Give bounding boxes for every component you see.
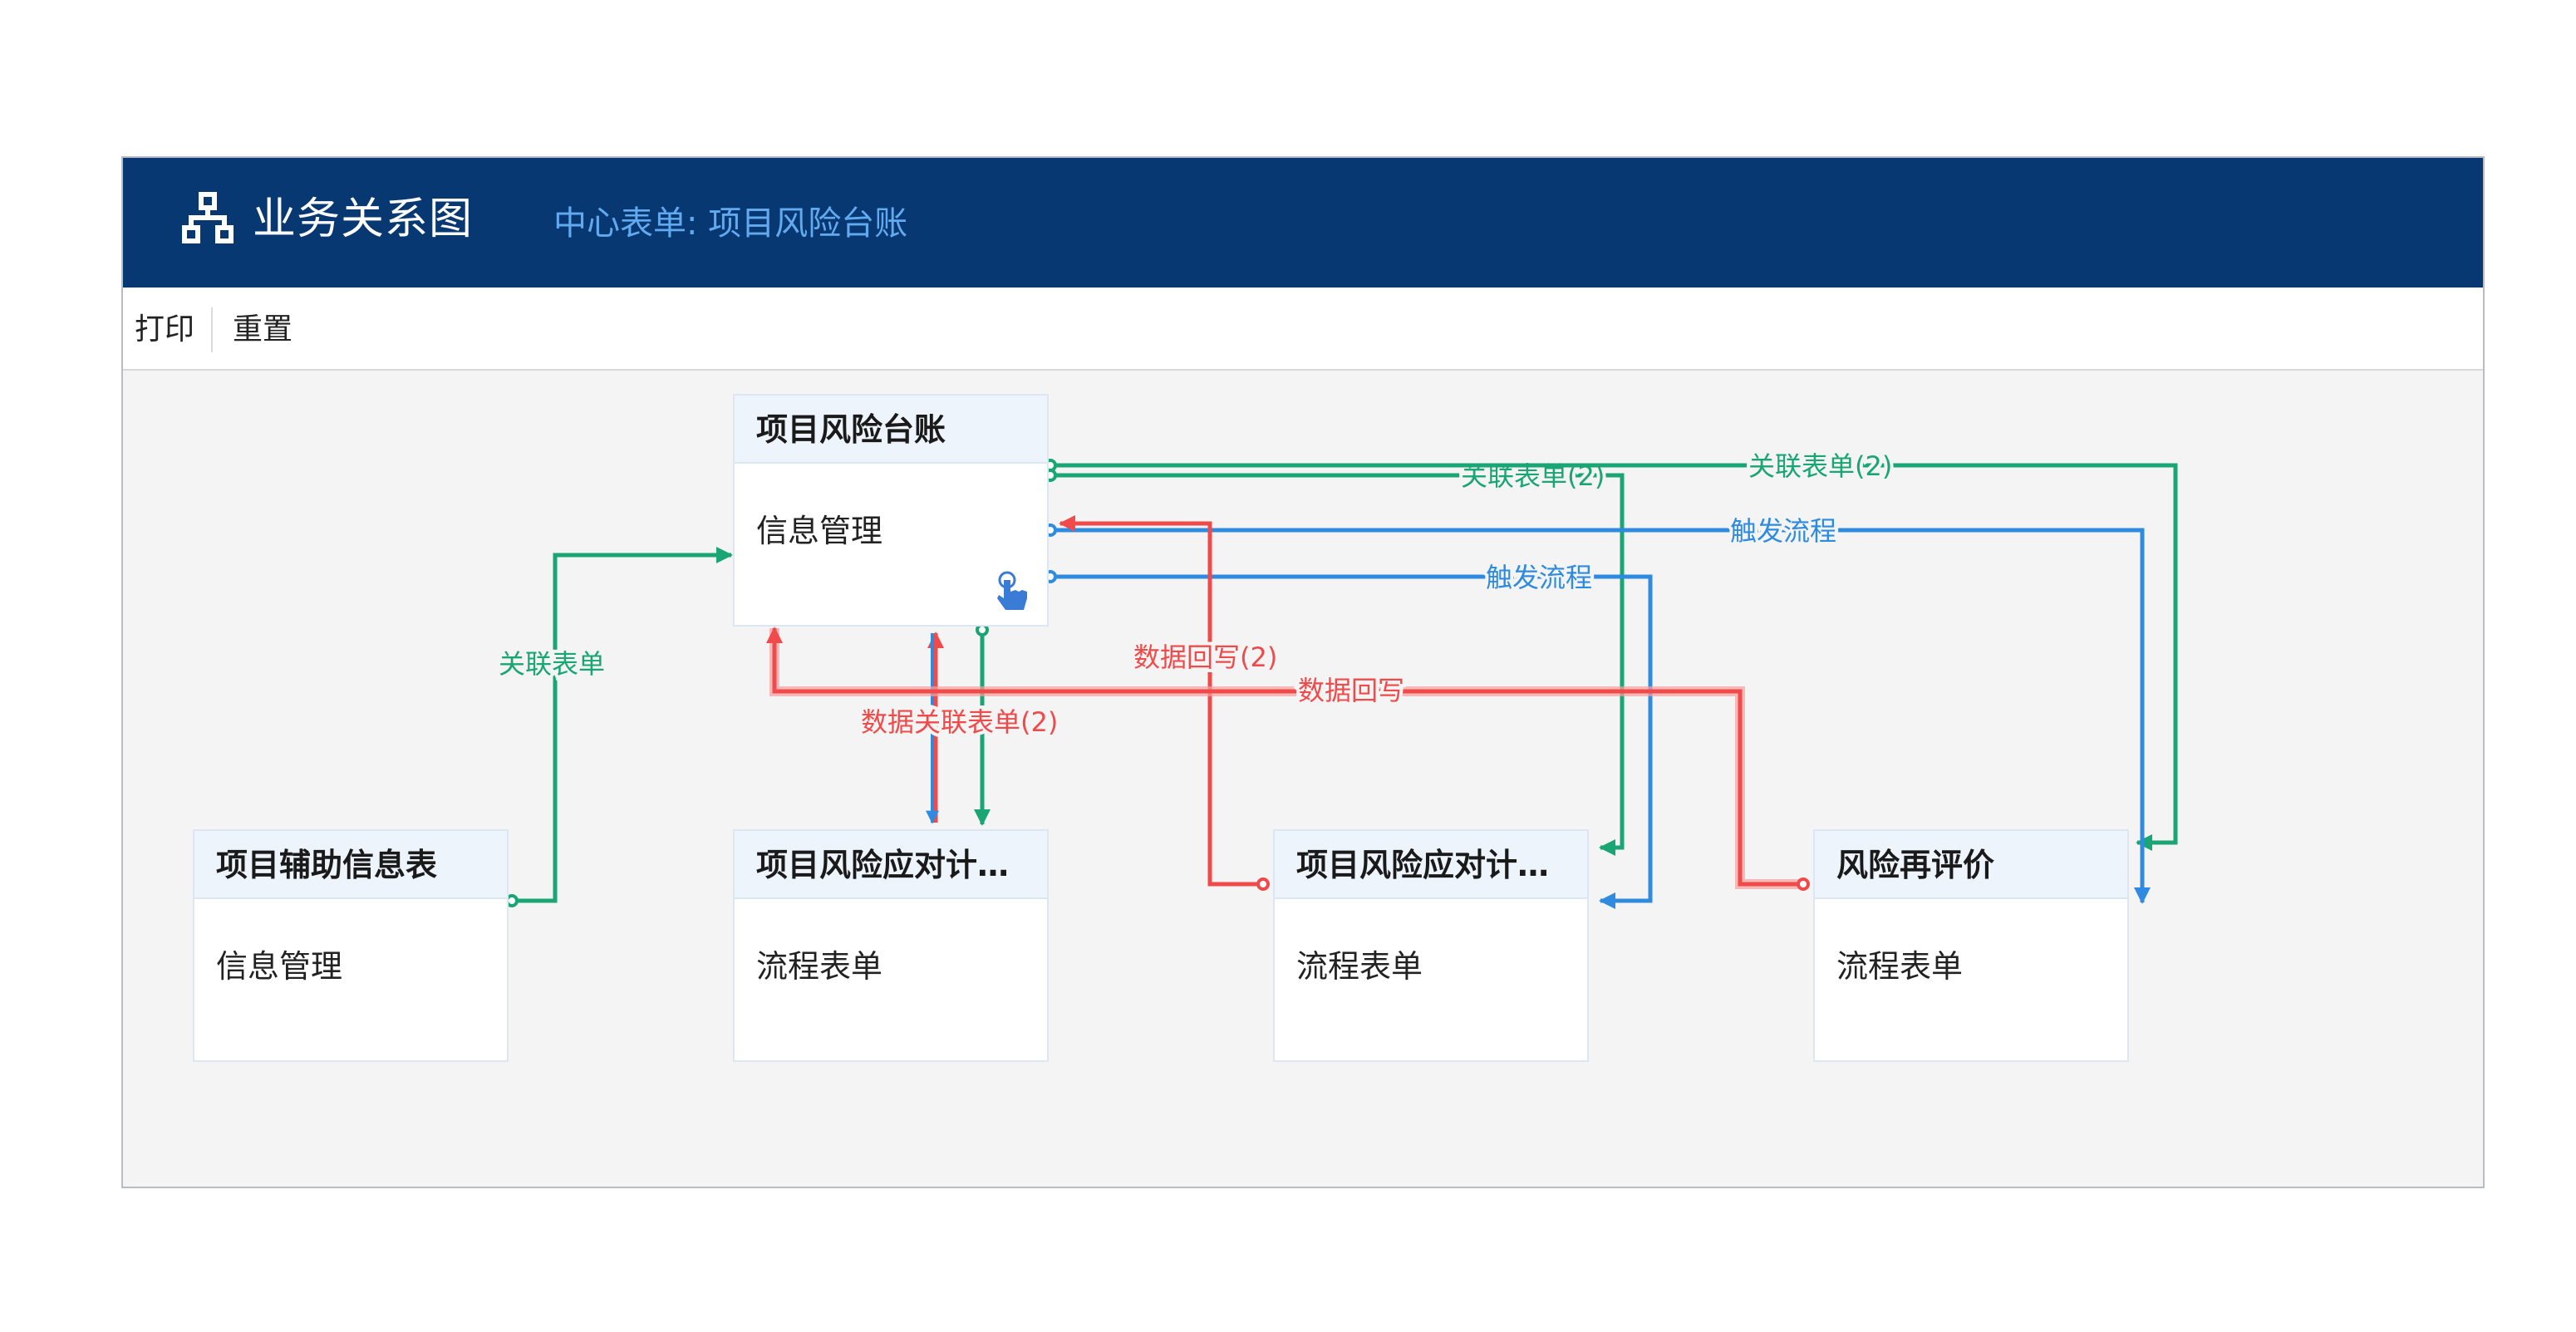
- node-title: 风险再评价: [1836, 847, 1995, 883]
- touch-hand-icon[interactable]: [994, 570, 1030, 613]
- node-aux-form[interactable]: 项目辅助信息表 信息管理: [193, 829, 509, 1062]
- diagram-window: 业务关系图 中心表单: 项目风险台账 打印 重置 关联表单: [121, 156, 2485, 1188]
- page-title: 业务关系图: [253, 194, 474, 244]
- node-title: 项目辅助信息表: [216, 847, 438, 883]
- node-header: 项目辅助信息表: [194, 831, 507, 899]
- node-header: 项目风险应对计划表: [1275, 831, 1587, 899]
- edge-label-data-link: 数据关联表单(2): [861, 706, 1058, 738]
- node-type-label: 流程表单: [1836, 948, 1964, 985]
- node-type-label: 流程表单: [1296, 948, 1423, 985]
- node-center-form[interactable]: 项目风险台账 信息管理: [733, 394, 1049, 627]
- node-title: 项目风险应对计划表: [1296, 847, 1579, 883]
- header-bar: 业务关系图 中心表单: 项目风险台账: [123, 158, 2483, 288]
- node-plan-form-2[interactable]: 项目风险应对计划表 流程表单: [1273, 829, 1589, 1062]
- node-type-label: 流程表单: [756, 948, 883, 985]
- diagram-canvas[interactable]: 关联表单 数据关联表单(2) 关联表单(2) 关联表单(2) 触发流程 触发流程: [123, 371, 2483, 1187]
- edge-trigger-a[interactable]: [1050, 574, 1653, 909]
- node-header: 项目风险台账: [735, 396, 1047, 464]
- relation-edges: 关联表单 数据关联表单(2) 关联表单(2) 关联表单(2) 触发流程 触发流程: [495, 447, 2178, 909]
- toolbar: 打印 重置: [123, 288, 2483, 371]
- node-header: 项目风险应对计划表: [735, 831, 1047, 899]
- node-header: 风险再评价: [1815, 831, 2127, 899]
- edge-label-trigger-b: 触发流程: [1730, 515, 1836, 547]
- sitemap-icon: [182, 192, 234, 243]
- edge-writeback2[interactable]: [1059, 515, 1263, 887]
- toolbar-divider: [211, 307, 213, 352]
- edge-label-link2-b: 关联表单(2): [1748, 450, 1892, 482]
- node-reeval-form[interactable]: 风险再评价 流程表单: [1813, 829, 2129, 1062]
- center-form-subtitle: 中心表单: 项目风险台账: [553, 204, 908, 243]
- edge-link2-b[interactable]: [1050, 463, 2178, 851]
- reset-button[interactable]: 重置: [233, 312, 293, 347]
- node-title: 项目风险应对计划表: [756, 847, 1039, 883]
- edge-writeback[interactable]: [766, 627, 1803, 887]
- edge-link2-a[interactable]: [1050, 473, 1625, 856]
- edge-trigger-b[interactable]: [1050, 528, 2151, 904]
- edge-aux-link[interactable]: [512, 547, 733, 903]
- edge-label-writeback: 数据回写: [1298, 675, 1404, 706]
- node-plan-form-1[interactable]: 项目风险应对计划表 流程表单: [733, 829, 1049, 1062]
- print-button[interactable]: 打印: [135, 312, 195, 347]
- edge-label-aux-link: 关联表单: [499, 648, 605, 680]
- node-title: 项目风险台账: [756, 411, 946, 448]
- node-type-label: 信息管理: [216, 948, 343, 985]
- edge-label-trigger-a: 触发流程: [1486, 562, 1592, 593]
- edge-label-writeback2: 数据回写(2): [1133, 641, 1277, 673]
- node-type-label: 信息管理: [756, 513, 883, 549]
